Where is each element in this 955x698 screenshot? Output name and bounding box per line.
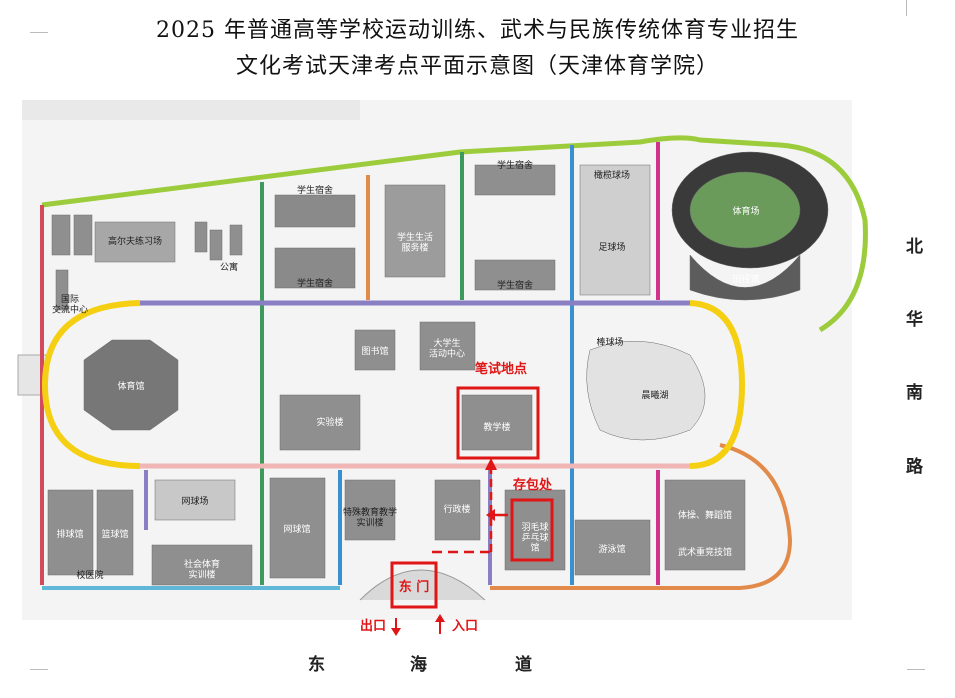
label-entrance: 入口	[452, 619, 478, 634]
label-special-edu: 特殊教育教学实训楼	[343, 506, 397, 528]
label-apartment: 公寓	[220, 261, 238, 273]
label-martial: 武术重竞技馆	[678, 546, 732, 558]
label-tennis-field: 网球场	[181, 495, 208, 507]
exam-annotations: 笔试地点 存包处 东 门 出口 入口	[360, 361, 554, 636]
label-east-gate: 东 门	[399, 579, 430, 595]
label-dorm4: 学生宿舍	[497, 279, 533, 291]
label-basketball: 篮球馆	[101, 528, 128, 540]
yellow-route-east	[689, 300, 746, 469]
label-gym: 体育馆	[117, 380, 144, 392]
road-south-char-2: 海	[410, 655, 427, 675]
road-south-char-3: 道	[515, 655, 532, 675]
map-title-line2: 文化考试天津考点平面示意图（天津体育学院）	[235, 54, 719, 79]
south-orange-line	[490, 443, 793, 590]
luggage-box	[510, 498, 554, 562]
label-activity-center: 大学生活动中心	[429, 337, 465, 359]
label-dorm1: 学生宿舍	[297, 184, 333, 196]
label-social-sport: 社会体育实训楼	[184, 558, 220, 580]
green-route	[41, 135, 868, 333]
map-title-line1: 2025 年普通高等学校运动训练、武术与民族传统体育专业招生	[156, 18, 799, 43]
label-library: 图书馆	[361, 345, 388, 357]
label-football-small: 橄榄球场	[594, 169, 630, 181]
corner-mark	[907, 669, 925, 688]
corner-mark	[906, 0, 925, 16]
exam-site-box	[456, 386, 540, 460]
label-lab: 实验楼	[316, 416, 343, 428]
label-swimming: 游泳馆	[598, 543, 625, 555]
label-tennis-hall: 网球馆	[283, 523, 310, 535]
label-service: 学生生活服务楼	[397, 231, 433, 253]
route-lines	[40, 142, 793, 590]
label-teaching: 教学楼	[483, 421, 510, 433]
label-track-hall: 田径馆	[732, 273, 759, 285]
corner-mark	[30, 669, 48, 688]
yellow-route-west	[41, 300, 141, 469]
label-intl-center: 国际交流中心	[52, 294, 88, 315]
label-football: 足球场	[598, 241, 625, 253]
label-stadium: 体育场	[732, 205, 759, 217]
label-admin: 行政楼	[443, 503, 470, 515]
label-clinic: 校医院	[76, 569, 103, 581]
corner-mark	[30, 14, 48, 33]
building-blocks	[47, 151, 829, 586]
label-gymnastics: 体操、舞蹈馆	[678, 509, 732, 521]
label-exit: 出口	[360, 618, 386, 634]
label-dorm3: 学生宿舍	[497, 159, 533, 171]
label-lake: 晨曦湖	[641, 389, 668, 401]
road-east-char-4: 路	[906, 457, 923, 477]
ring-road	[41, 300, 746, 469]
road-south-char-1: 东	[308, 655, 325, 675]
label-luggage: 存包处	[513, 477, 553, 493]
label-dorm2: 学生宿舍	[297, 277, 333, 289]
road-east-char-1: 北	[906, 237, 923, 257]
label-exam-site: 笔试地点	[475, 361, 527, 377]
road-east-char-2: 华	[906, 310, 923, 330]
label-golf: 高尔夫练习场	[108, 235, 162, 247]
label-baseball: 棒球场	[596, 336, 623, 348]
entrance-arrow	[435, 614, 445, 622]
east-gate-box	[390, 561, 438, 609]
label-volleyball: 排球馆	[56, 528, 83, 540]
label-badminton: 羽毛球乒乓球馆	[521, 521, 548, 554]
exit-arrow	[391, 628, 401, 636]
road-east-char-3: 南	[906, 383, 923, 403]
